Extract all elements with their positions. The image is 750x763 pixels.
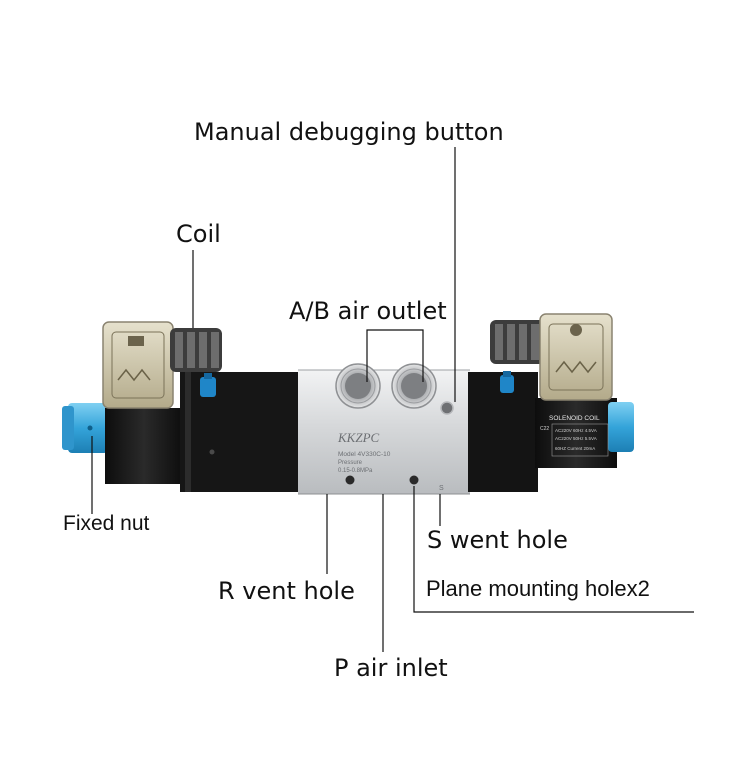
port-b bbox=[391, 363, 437, 409]
right-solenoid-block bbox=[535, 398, 617, 468]
left-end-cap bbox=[180, 372, 300, 492]
plane-mount-leader bbox=[413, 486, 694, 613]
right-coil-connector bbox=[490, 320, 546, 364]
pressure-text: 0.15-0.8MPa bbox=[338, 468, 373, 474]
left-coil-connector bbox=[170, 328, 222, 372]
label-fixed-nut: Fixed nut bbox=[63, 512, 150, 535]
label-p-air-inlet: P air inlet bbox=[334, 654, 448, 682]
port-s-mark: S bbox=[439, 485, 444, 492]
port-a bbox=[335, 363, 381, 409]
model-text: Model 4V330C-10 bbox=[338, 451, 391, 458]
left-fixed-nut bbox=[62, 403, 108, 453]
pressure-label-text: Pressure bbox=[338, 460, 363, 466]
solenoid-title: SOLENOID COIL bbox=[549, 415, 600, 422]
ab-outlet-leader bbox=[366, 329, 424, 382]
left-solenoid-block bbox=[105, 408, 183, 484]
mounting-hole-1 bbox=[345, 475, 355, 485]
label-s-went-hole: S went hole bbox=[427, 526, 568, 554]
label-ab-air-outlet: A/B air outlet bbox=[289, 297, 447, 325]
right-fixed-nut bbox=[608, 402, 634, 452]
label-manual-debugging-button: Manual debugging button bbox=[194, 118, 504, 146]
left-blue-screw bbox=[200, 373, 216, 397]
coil-spec-3: 60HZ Current 20mA bbox=[555, 446, 595, 451]
brand-mark: KKZPC bbox=[337, 430, 380, 445]
coil-spec-2: AC220V 50Hz 5.5VA bbox=[555, 436, 597, 441]
leader-lines bbox=[91, 147, 694, 652]
mounting-hole-2 bbox=[409, 475, 419, 485]
label-r-vent-hole: R vent hole bbox=[218, 577, 355, 605]
valve-body bbox=[298, 363, 470, 495]
right-coil-cap bbox=[539, 313, 613, 401]
coil-spec-1: AC220V 60Hz 4.5VA bbox=[555, 428, 597, 433]
left-coil-cap bbox=[102, 321, 174, 409]
label-plane-mounting-hole: Plane mounting holex2 bbox=[426, 576, 650, 601]
manual-button-hole bbox=[440, 401, 454, 415]
label-coil: Coil bbox=[176, 220, 221, 248]
right-blue-screw bbox=[500, 371, 514, 393]
coil-code: C22 bbox=[540, 426, 549, 432]
